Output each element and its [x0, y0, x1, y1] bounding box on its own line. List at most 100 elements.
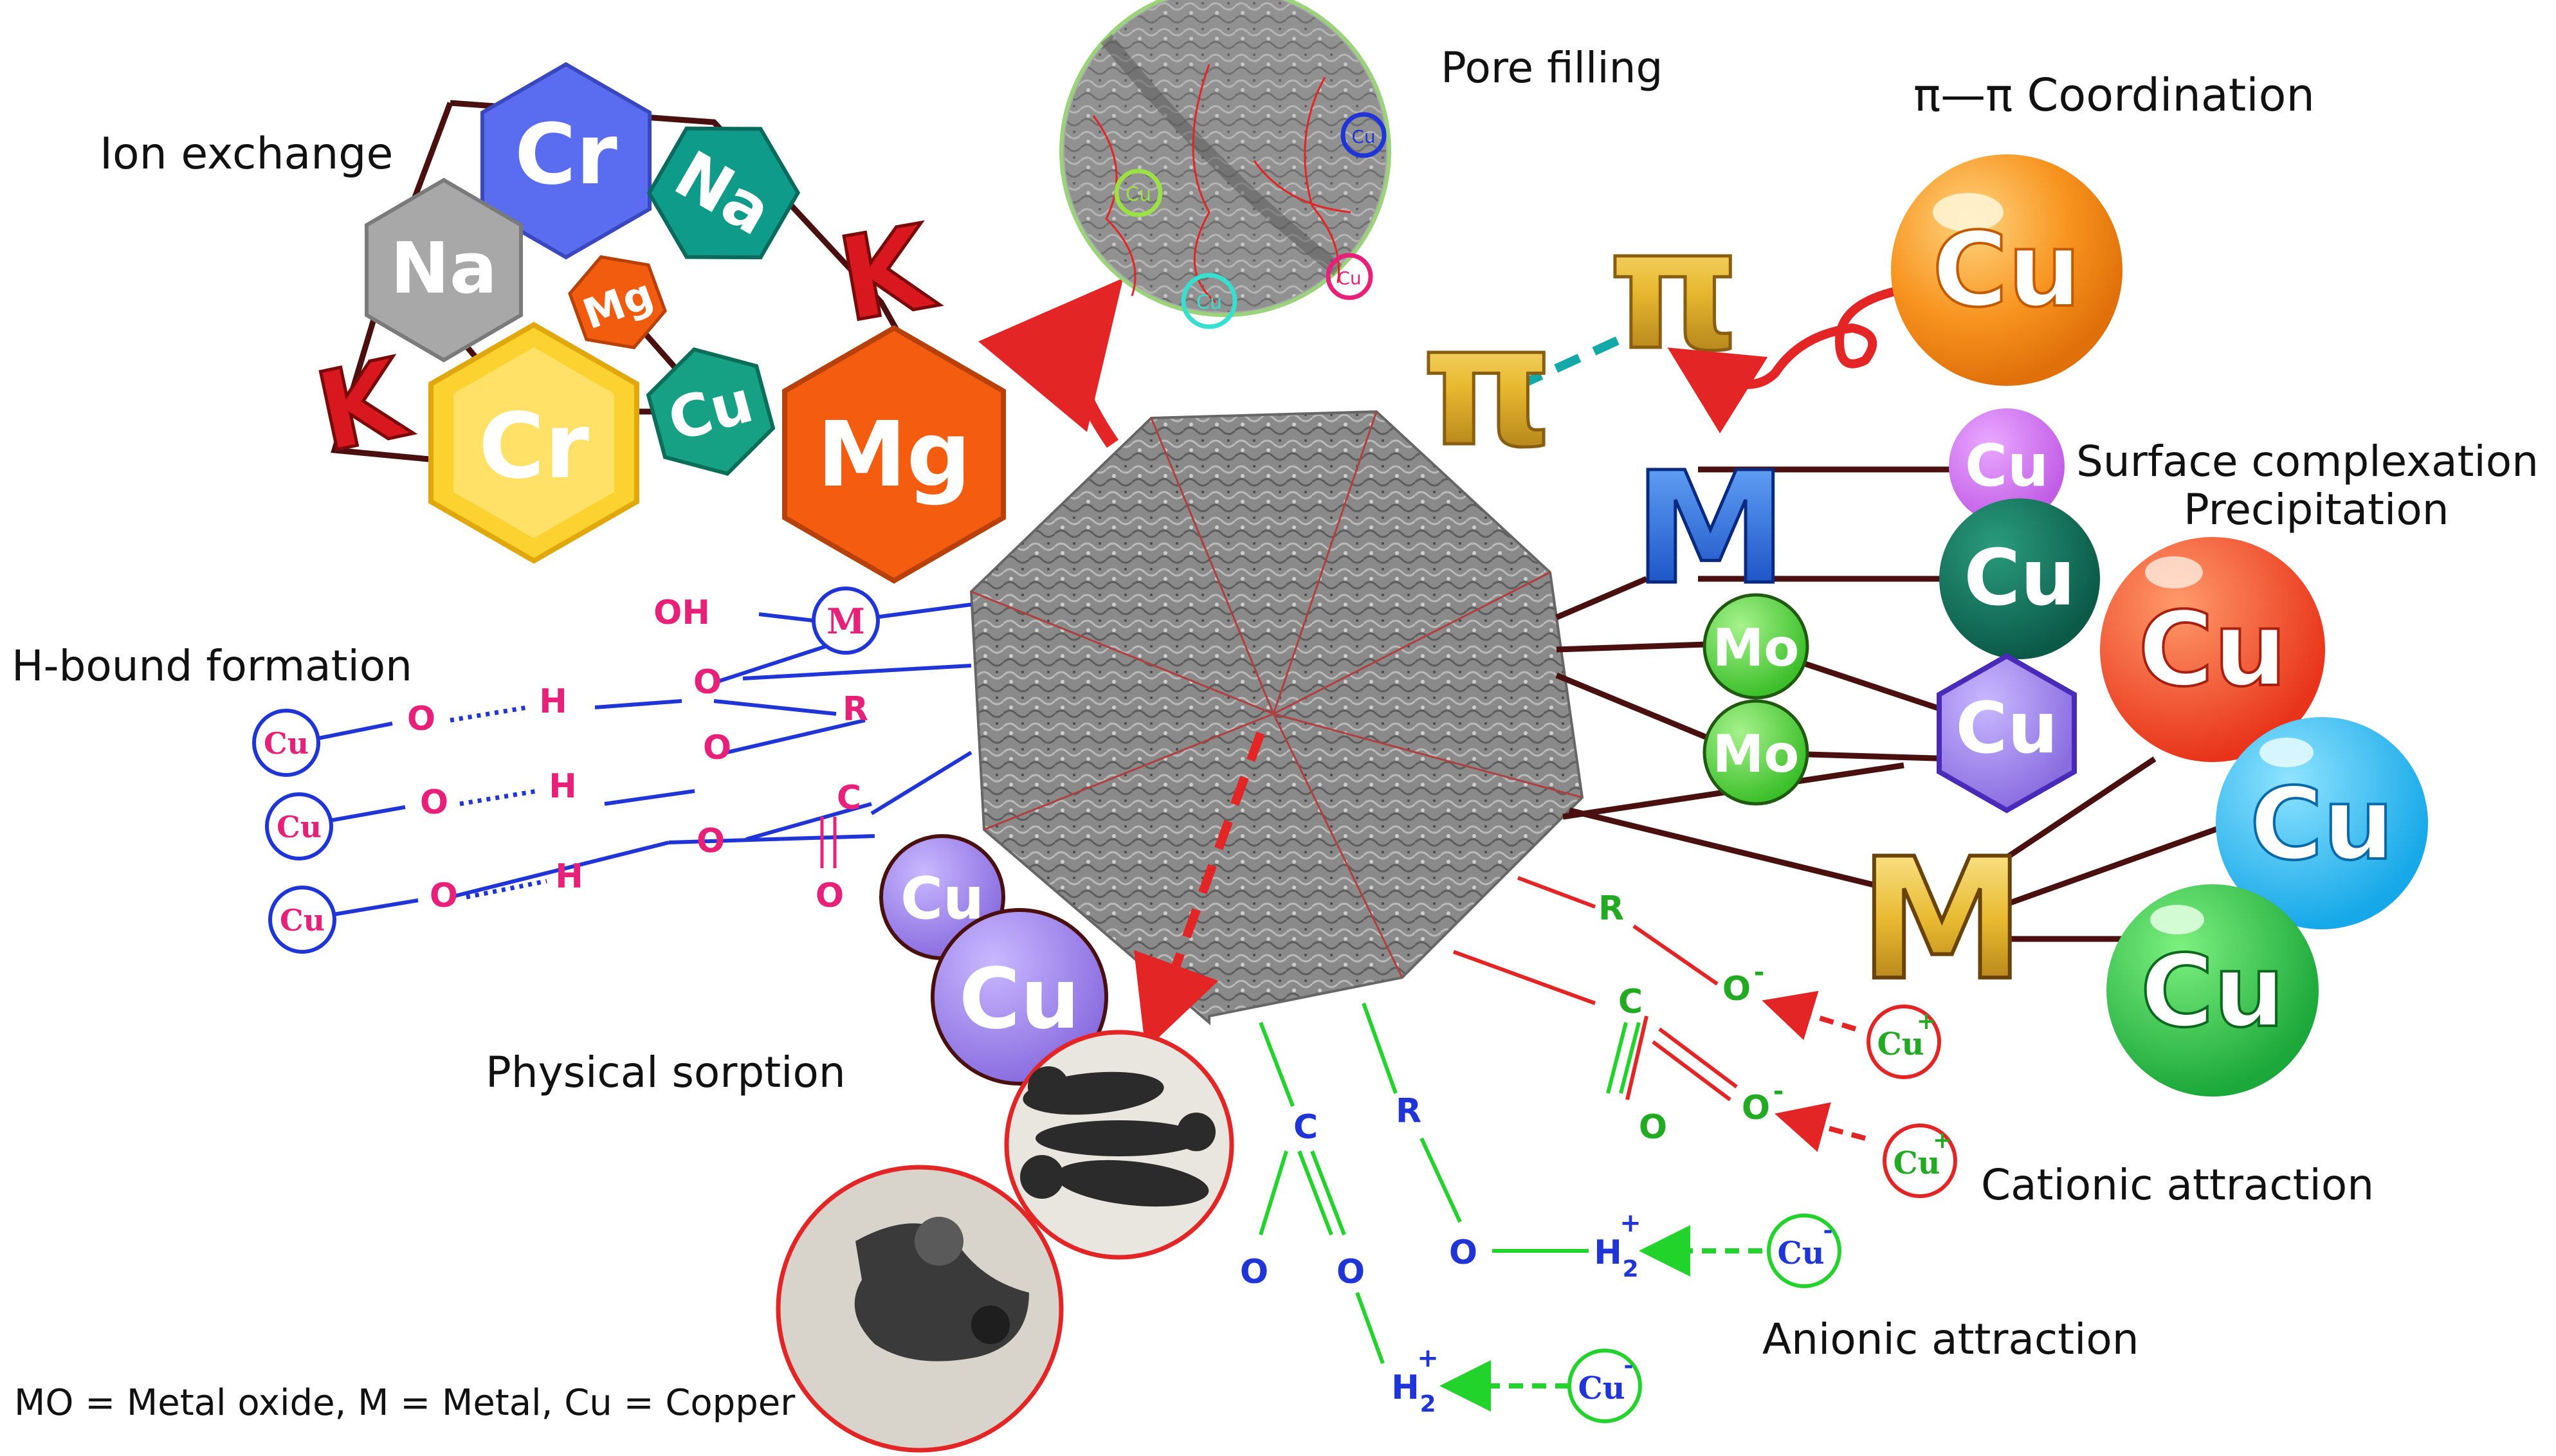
o-5: O — [697, 822, 725, 860]
legend-text: MO = Metal oxide, M = Metal, Cu = Copper — [14, 1382, 796, 1424]
hex-cu-teal: Cu — [646, 347, 776, 476]
cationic-bonds — [1452, 876, 1738, 1102]
o-3: O — [703, 729, 731, 767]
pi-symbol-2: π — [1608, 193, 1740, 387]
o-6: O — [816, 877, 844, 915]
an-h2-bottom-sub: 2 — [1419, 1391, 1436, 1417]
cat-o-minus: O — [1722, 970, 1751, 1008]
adsorbent-octagon — [969, 410, 1584, 1026]
pi-curly-arrow — [1667, 285, 1905, 433]
mo-ball-1: Mo — [1702, 593, 1809, 700]
svg-text:Cu: Cu — [1337, 268, 1361, 289]
pore-ion-blue: Cu — [1340, 112, 1387, 158]
an-h2-top-sub: 2 — [1622, 1256, 1638, 1282]
cu-plus-1: Cu + — [1867, 1005, 1941, 1079]
an-h2-bottom-plus: + — [1417, 1343, 1439, 1373]
pore-ion-pink: Cu — [1326, 253, 1373, 300]
letter-k-right: K — [830, 200, 945, 349]
svg-text:Cu: Cu — [1126, 183, 1151, 206]
svg-text:Cu: Cu — [959, 950, 1080, 1048]
anionic-bonds — [1259, 1002, 1589, 1365]
h-1: H — [539, 682, 567, 721]
cat-o-minus-2: O — [1742, 1089, 1770, 1127]
hex-mg-small: Mg — [568, 255, 667, 350]
an-o-left: O — [1240, 1253, 1268, 1291]
svg-text:-: - — [1624, 1352, 1634, 1379]
svg-text:Cr: Cr — [479, 394, 589, 499]
svg-text:-: - — [1823, 1217, 1833, 1244]
svg-text:Cu: Cu — [1893, 1145, 1940, 1181]
pi-pi-group: π—π Coordination π π Cu — [1420, 69, 2315, 486]
o-7: O — [430, 877, 458, 915]
hex-na-grey: Na — [365, 177, 523, 363]
svg-text:+: + — [1933, 1127, 1952, 1154]
octagon-segments — [971, 411, 1583, 978]
svg-text:Cu: Cu — [1932, 210, 2081, 330]
anionic-label: Anionic attraction — [1762, 1315, 2139, 1364]
svg-text:Mo: Mo — [1713, 724, 1800, 784]
surface-complexation-group: M Mo Mo M Cu Cu Cu Cu Cu — [1555, 408, 2539, 1097]
cu-ball-teal: Cu — [1939, 498, 2100, 659]
svg-text:Cu: Cu — [900, 865, 984, 933]
pore-arrow — [978, 278, 1124, 448]
cu-minus-1: Cu - — [1767, 1214, 1841, 1288]
pi-cu-ball: Cu — [1891, 154, 2122, 386]
surface-complexation-label: Surface complexation — [2076, 437, 2539, 486]
svg-text:Cu: Cu — [2138, 589, 2287, 709]
pi-symbol-1: π — [1421, 289, 1554, 484]
pore-filling-group: Cu Cu Cu Cu Pore filling — [1059, 0, 1663, 329]
an-h2-bottom: H — [1391, 1369, 1419, 1407]
pore-ion-cyan: Cu — [1181, 273, 1237, 329]
an-h2-top: H — [1594, 1233, 1622, 1272]
svg-text:Cr: Cr — [515, 105, 617, 203]
phys-cu-large: Cu — [931, 908, 1108, 1086]
cu-ball-sky: Cu — [2216, 717, 2428, 929]
oh-text: OH — [653, 594, 710, 632]
hex-cr-top: Cr — [480, 62, 652, 260]
svg-text:Cu: Cu — [277, 810, 322, 844]
m-circle: M — [812, 587, 880, 655]
cat-arrow-1 — [1762, 990, 1857, 1041]
h-bound-group: H-bound formation O — [12, 587, 972, 954]
cu-hex-lavender: Cu — [1937, 653, 2077, 814]
c-1: C — [837, 779, 861, 817]
an-o-mid: O — [1337, 1253, 1365, 1291]
cu-hbond-3: Cu — [268, 886, 336, 954]
cat-o: O — [1639, 1108, 1667, 1147]
anionic-group: C O O R O H 2 + H 2 + Cu - Cu - Anionic … — [1240, 1002, 2139, 1423]
precipitation-label: Precipitation — [2184, 485, 2449, 534]
ion-exchange-group: Ion exchange Cr Na Na Mg K K — [100, 62, 1006, 584]
svg-text:Na: Na — [390, 227, 497, 309]
cu-plus-2: Cu + — [1883, 1124, 1957, 1198]
h-bound-label: H-bound formation — [12, 641, 412, 691]
o-4: O — [420, 783, 448, 822]
pi-pi-label: π—π Coordination — [1913, 69, 2315, 122]
svg-text:Cu: Cu — [2250, 766, 2394, 882]
cu-minus-2: Cu - — [1567, 1349, 1642, 1423]
svg-text:Cu: Cu — [1777, 1235, 1824, 1271]
cu-ball-red: Cu — [2100, 537, 2325, 762]
an-h2-top-plus: + — [1620, 1208, 1641, 1238]
svg-text:Mo: Mo — [1713, 618, 1800, 678]
cat-r: R — [1598, 889, 1624, 928]
an-r: R — [1396, 1092, 1421, 1131]
phys-dashed-arrow — [1133, 731, 1265, 1050]
svg-text:Cu: Cu — [1578, 1370, 1625, 1406]
cu-ball-violet: Cu — [1949, 408, 2065, 524]
cationic-group: R O - C O O - Cu + Cu + Cationic attract… — [1452, 876, 2374, 1210]
cat-o-minus-sign: - — [1754, 958, 1765, 987]
cationic-label: Cationic attraction — [1981, 1160, 2374, 1210]
pore-ion-green: Cu — [1114, 168, 1163, 217]
o-2: O — [407, 700, 435, 738]
letter-k-left: K — [306, 334, 419, 477]
svg-text:M: M — [826, 601, 865, 642]
svg-text:Cu: Cu — [1955, 687, 2058, 769]
biochar-photo-top — [1004, 1030, 1234, 1260]
an-c: C — [1293, 1108, 1318, 1147]
svg-text:Cu: Cu — [1964, 534, 2076, 623]
physical-sorption-group: Cu Cu Physical sorption — [486, 731, 1265, 1097]
metal-m-gold: M — [1859, 823, 2025, 1017]
svg-text:Cu: Cu — [1877, 1026, 1924, 1062]
ion-exchange-label: Ion exchange — [100, 129, 393, 179]
